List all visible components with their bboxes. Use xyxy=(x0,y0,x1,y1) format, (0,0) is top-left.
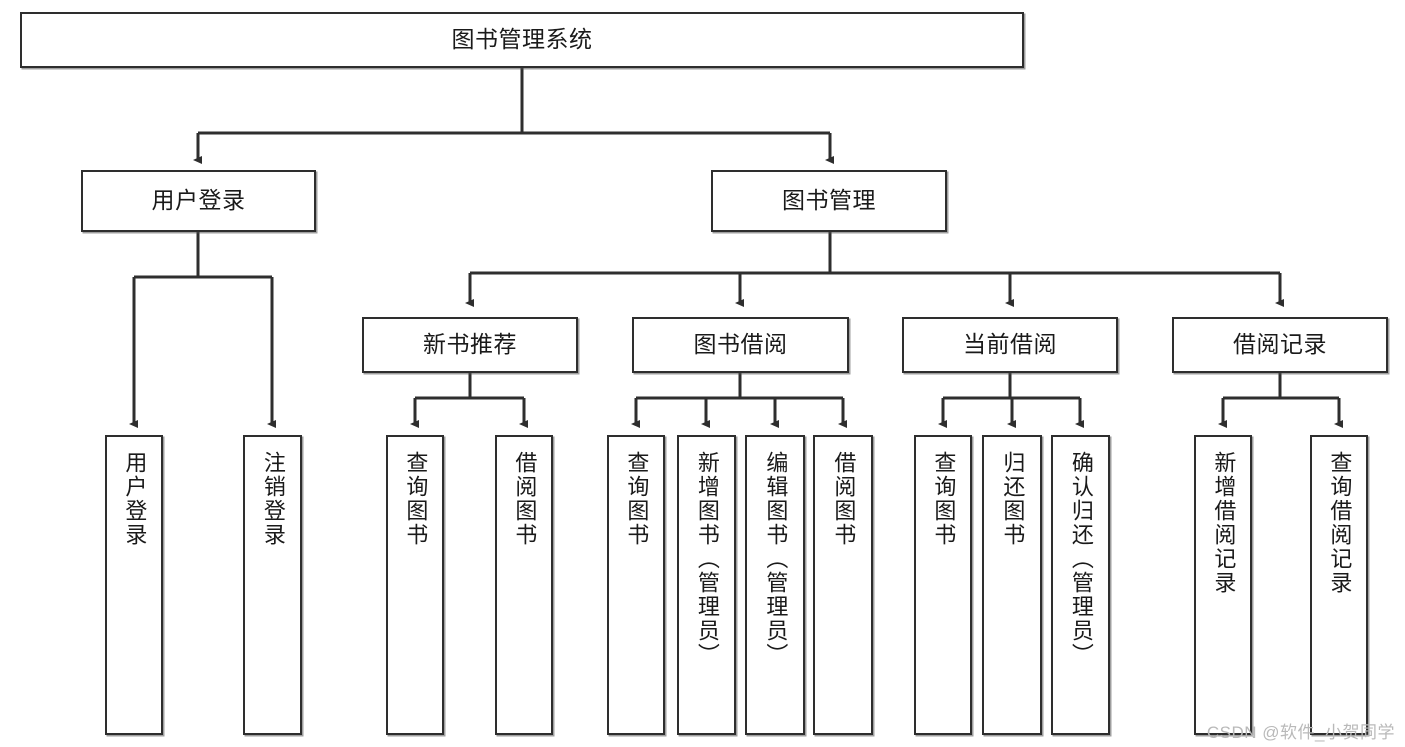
node-new-book-rec-label: 新书推荐 xyxy=(423,331,517,358)
node-book-manage-label: 图书管理 xyxy=(782,187,876,214)
node-borrow-record-label: 借阅记录 xyxy=(1233,331,1327,358)
node-book-borrow-label: 图书借阅 xyxy=(693,331,788,358)
node-leaf-logout-login-label: 注销登录 xyxy=(260,451,286,547)
node-leaf-edit-book-label: 编辑图书（管理员） xyxy=(763,451,789,667)
node-user-login-label: 用户登录 xyxy=(151,187,246,214)
node-leaf-query-book-2-label: 查询图书 xyxy=(624,451,650,547)
node-leaf-borrow-book-2-label: 借阅图书 xyxy=(831,451,857,547)
node-leaf-add-book[interactable]: 新增图书（管理员） xyxy=(677,435,736,735)
node-leaf-query-book-1-label: 查询图书 xyxy=(403,451,429,547)
node-borrow-record[interactable]: 借阅记录 xyxy=(1172,317,1388,373)
node-user-login[interactable]: 用户登录 xyxy=(81,170,316,232)
node-leaf-add-record-label: 新增借阅记录 xyxy=(1211,451,1237,595)
node-new-book-rec[interactable]: 新书推荐 xyxy=(362,317,578,373)
node-leaf-user-login-label: 用户登录 xyxy=(122,451,148,547)
node-leaf-query-record-label: 查询借阅记录 xyxy=(1327,451,1353,595)
node-root[interactable]: 图书管理系统 xyxy=(20,12,1024,68)
node-leaf-add-book-label: 新增图书（管理员） xyxy=(694,451,720,667)
node-leaf-edit-book[interactable]: 编辑图书（管理员） xyxy=(745,435,805,735)
node-leaf-return-book[interactable]: 归还图书 xyxy=(982,435,1042,735)
node-leaf-query-book-1[interactable]: 查询图书 xyxy=(386,435,444,735)
node-leaf-user-login[interactable]: 用户登录 xyxy=(105,435,163,735)
node-book-borrow[interactable]: 图书借阅 xyxy=(632,317,849,373)
node-root-label: 图书管理系统 xyxy=(451,26,593,53)
node-current-borrow[interactable]: 当前借阅 xyxy=(902,317,1118,373)
node-leaf-query-book-2[interactable]: 查询图书 xyxy=(607,435,665,735)
node-leaf-query-record[interactable]: 查询借阅记录 xyxy=(1310,435,1368,735)
node-leaf-query-book-3[interactable]: 查询图书 xyxy=(914,435,972,735)
node-leaf-add-record[interactable]: 新增借阅记录 xyxy=(1194,435,1252,735)
node-leaf-confirm-return-label: 确认归还（管理员） xyxy=(1068,451,1094,667)
node-leaf-borrow-book-1[interactable]: 借阅图书 xyxy=(495,435,553,735)
node-leaf-query-book-3-label: 查询图书 xyxy=(931,451,957,547)
node-leaf-logout-login[interactable]: 注销登录 xyxy=(243,435,302,735)
node-current-borrow-label: 当前借阅 xyxy=(963,331,1057,358)
node-book-manage[interactable]: 图书管理 xyxy=(711,170,947,232)
node-leaf-borrow-book-1-label: 借阅图书 xyxy=(512,451,538,547)
node-leaf-return-book-label: 归还图书 xyxy=(1000,451,1026,547)
node-leaf-borrow-book-2[interactable]: 借阅图书 xyxy=(813,435,873,735)
node-leaf-confirm-return[interactable]: 确认归还（管理员） xyxy=(1051,435,1110,735)
